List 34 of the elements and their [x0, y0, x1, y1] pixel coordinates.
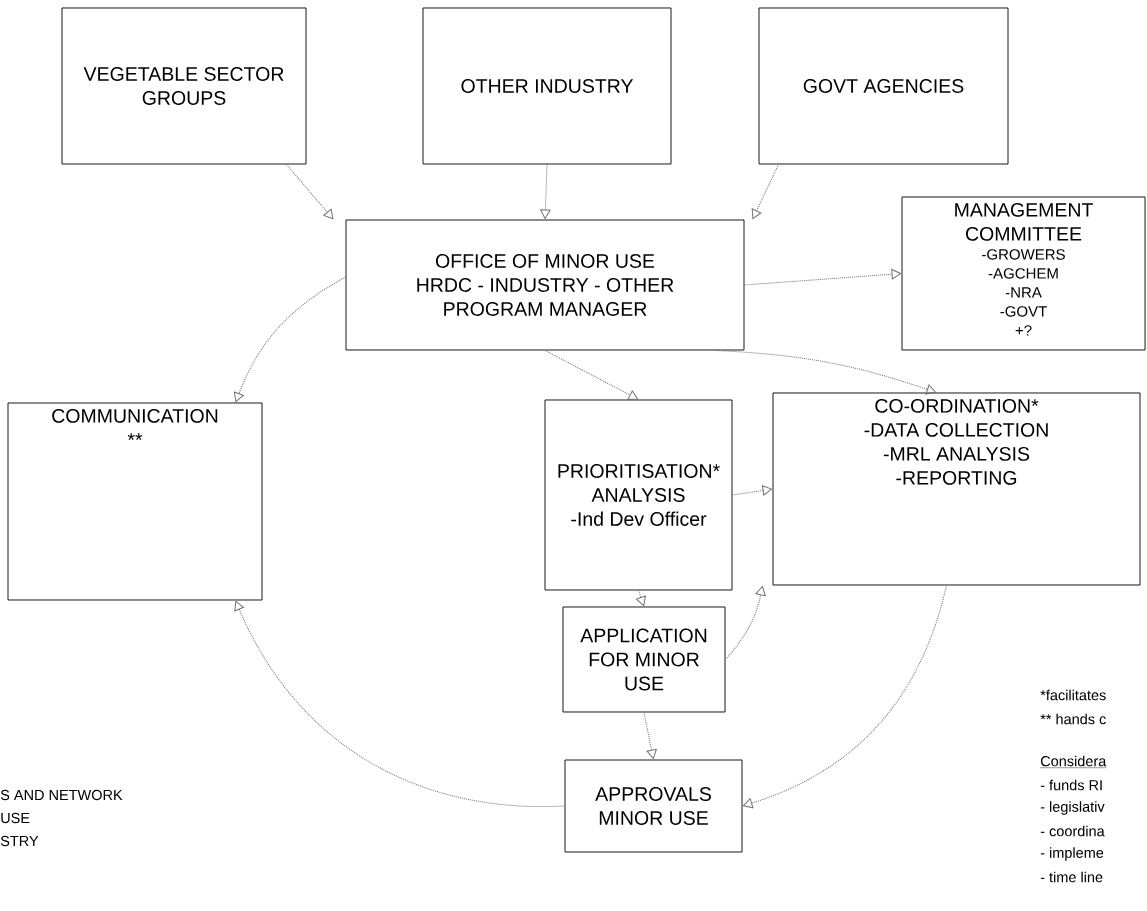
box: APPLICATION FOR MINOR USE: [562, 606, 726, 713]
box: OFFICE OF MINOR USE HRDC - INDUSTRY - OTHER PROGRAM MANAGER: [345, 219, 745, 351]
box: COMMUNICATION **: [7, 402, 263, 601]
arrow: [751, 163, 780, 220]
arrow: [743, 268, 902, 286]
arrow: [233, 276, 347, 403]
box: OTHER INDUSTRY: [422, 7, 672, 165]
note-text: S AND NETWORK: [0, 789, 123, 801]
arrow: [643, 711, 657, 760]
arrow: [285, 163, 334, 220]
note-text: - impleme: [1040, 847, 1104, 861]
box: APPROVALS MINOR USE: [564, 759, 743, 853]
note-text: STRY: [0, 835, 39, 847]
note-text: - funds RI: [1040, 779, 1102, 791]
box: CO-ORDINATION* -DATA COLLECTION -MRL ANALYSIS -REPORTING: [772, 392, 1141, 586]
box: GOVT AGENCIES: [758, 7, 1009, 165]
note-text: - coordina: [1040, 825, 1105, 837]
box: MANAGEMENT COMMITTEE -GROWERS -AGCHEM -NRA -GOVT +?: [901, 196, 1146, 351]
arrow: [713, 349, 937, 395]
note-text: USE: [1, 812, 30, 824]
arrow: [742, 584, 947, 809]
note-text: ** hands c: [1040, 713, 1106, 725]
arrow: [635, 589, 646, 607]
arrow: [540, 163, 551, 219]
box: VEGETABLE SECTOR GROUPS: [61, 7, 307, 165]
box: PRIORITISATION* ANALYSIS -Ind Dev Officer: [544, 399, 733, 591]
note-text: - legislativ: [1040, 801, 1105, 815]
arrow: [234, 600, 566, 807]
arrow: [731, 485, 773, 496]
arrow: [724, 585, 766, 660]
note-text: Considera: [1040, 755, 1107, 768]
note-text: - time line: [1040, 871, 1103, 883]
note-text: *facilitates: [1040, 689, 1106, 701]
arrow: [544, 349, 639, 400]
